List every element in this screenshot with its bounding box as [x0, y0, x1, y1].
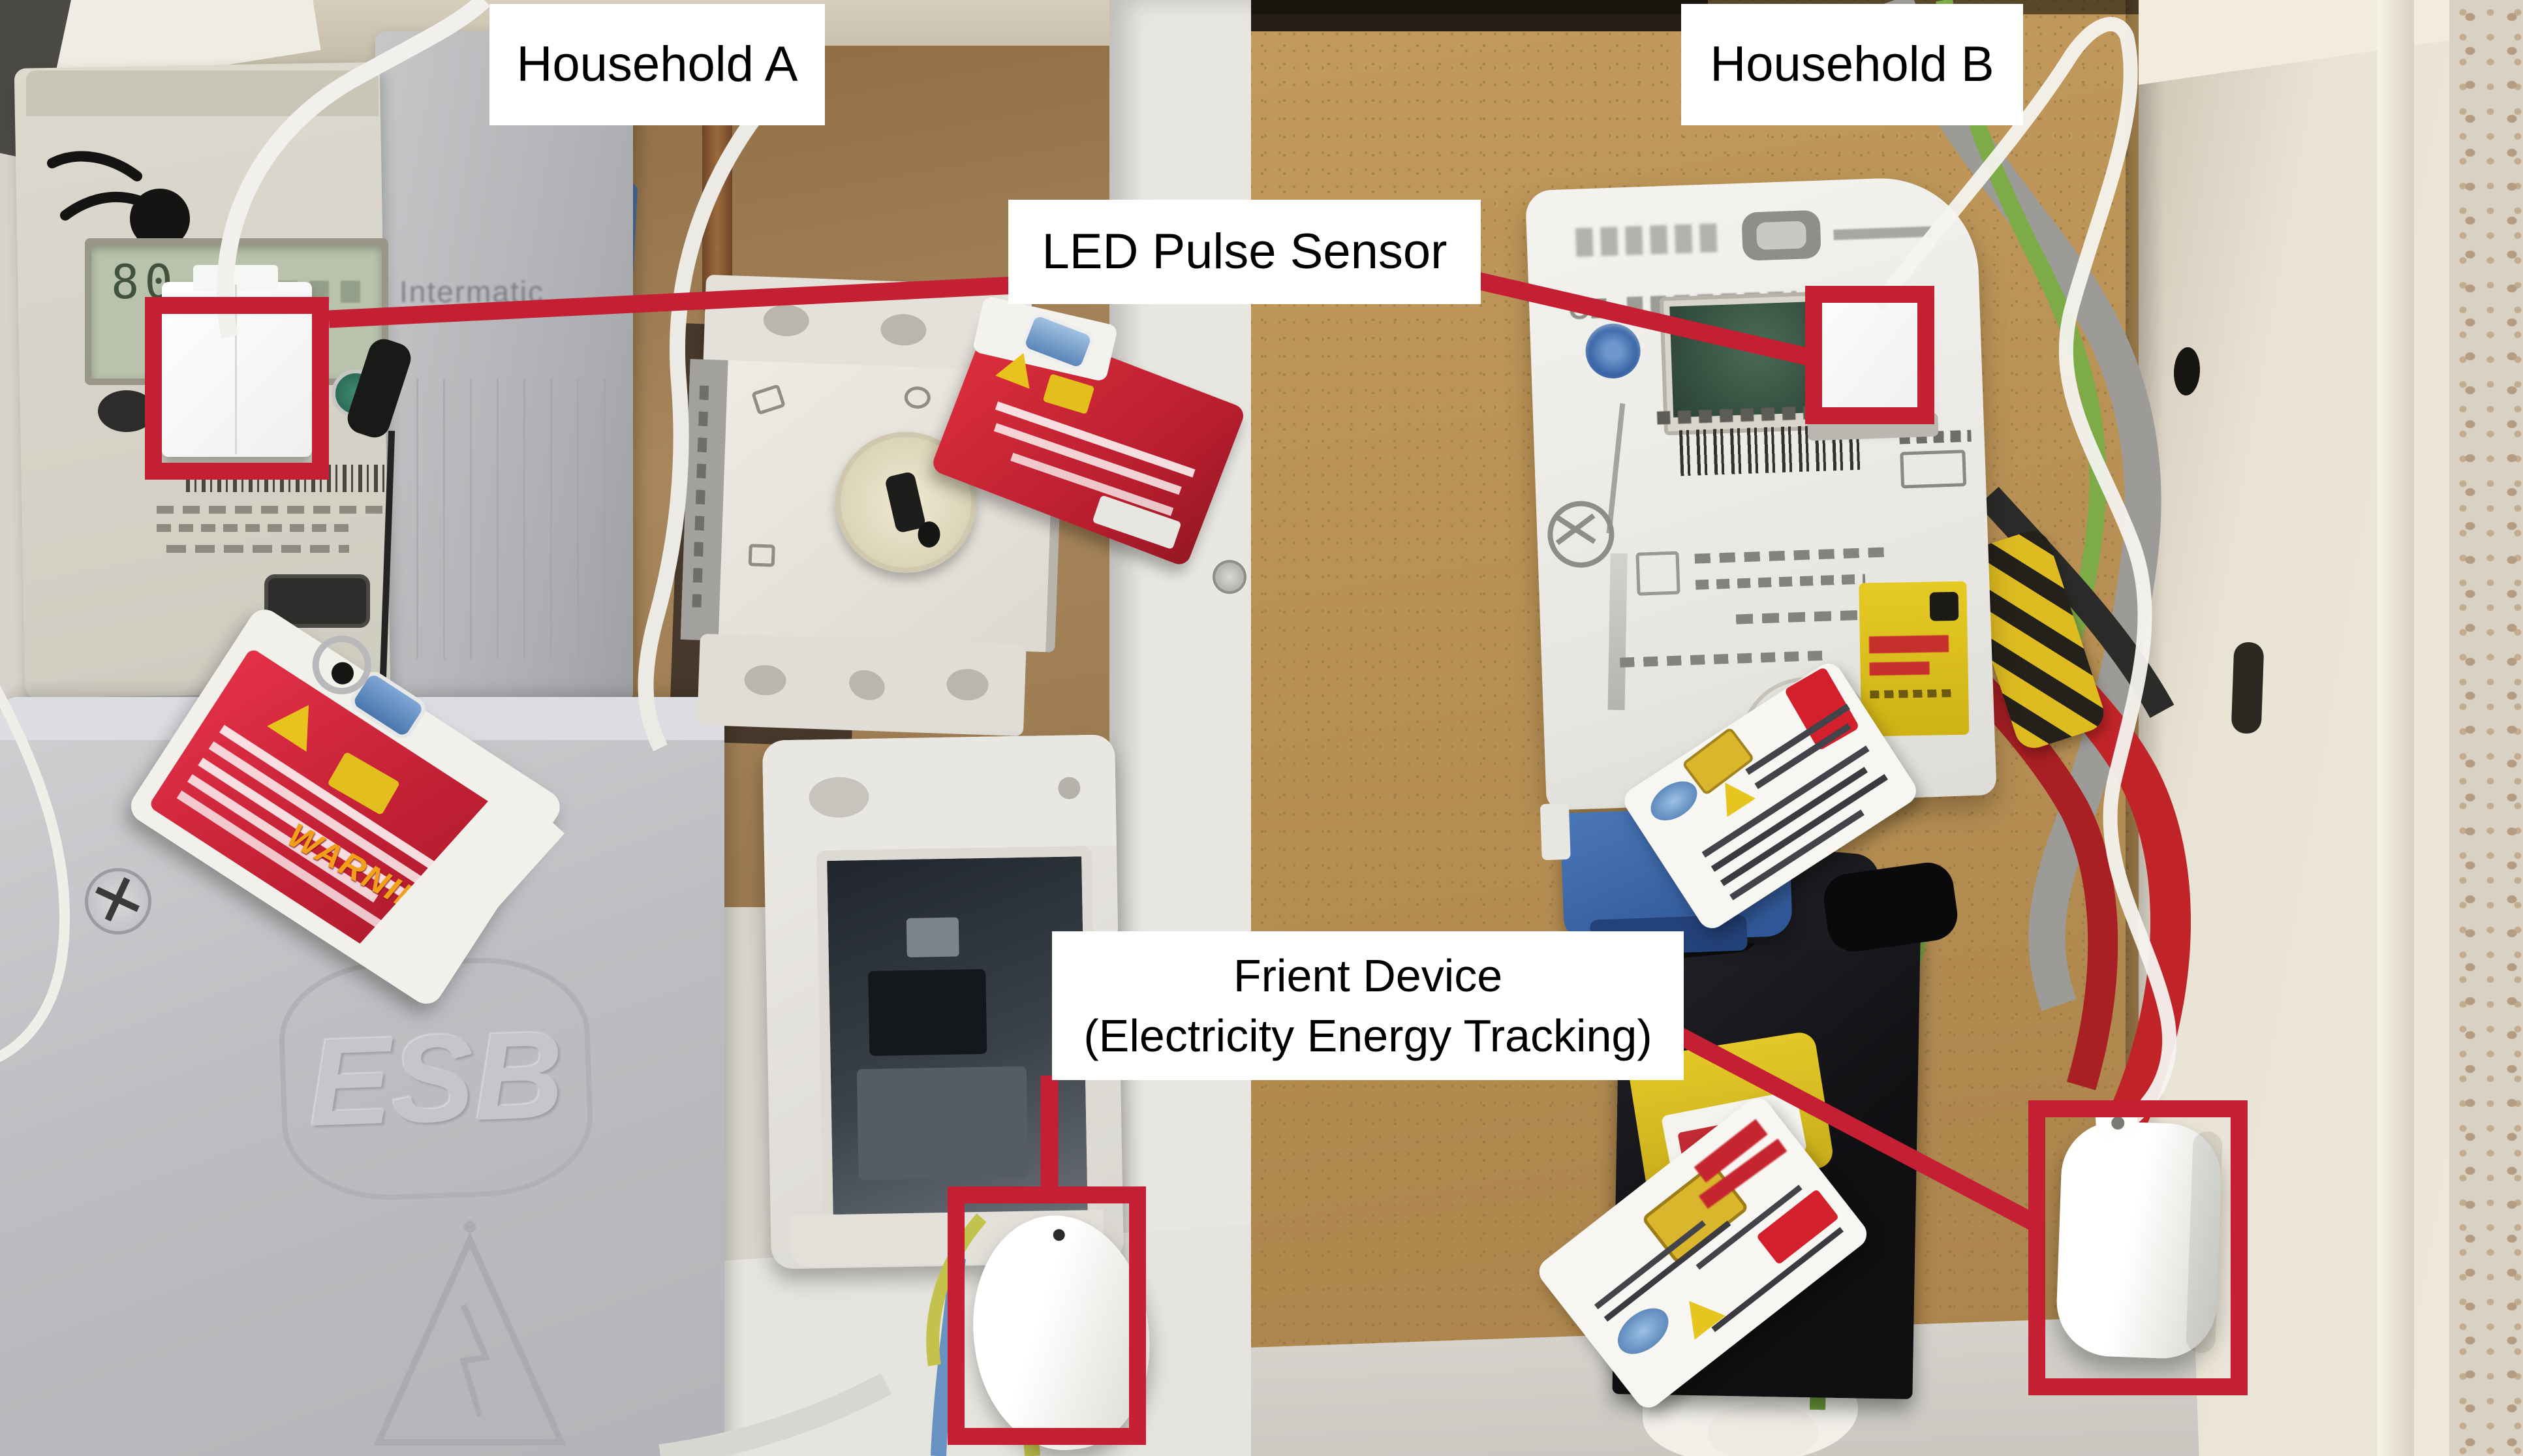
meter-a-seal-twist — [47, 151, 200, 265]
thin-cable-left — [0, 685, 70, 1062]
door-screw-a — [1213, 560, 1246, 594]
meter-a-text-row-1 — [157, 506, 392, 514]
led-pulse-sensor-label: LED Pulse Sensor — [1008, 200, 1481, 304]
highlight-box-sensor-a — [145, 297, 329, 480]
earth-wire-a2 — [926, 1213, 987, 1367]
sensor-cable-b — [1872, 17, 2177, 1135]
frient-device-label-line1: Frient Device — [1233, 950, 1503, 1001]
timer-enclosure-ribs — [392, 379, 613, 659]
led-pulse-sensor-a-seam — [235, 285, 237, 454]
led-pulse-sensor-label-text: LED Pulse Sensor — [1042, 223, 1447, 279]
esb-enclosure-screw — [85, 868, 151, 935]
frient-device-label: Frient Device (Electricity Energy Tracki… — [1052, 931, 1684, 1080]
highlight-box-sensor-b — [1805, 286, 1934, 424]
household-b-label: Household B — [1681, 4, 2023, 125]
highlight-box-frient-b — [2028, 1100, 2248, 1395]
highlight-box-frient-a — [948, 1186, 1146, 1445]
household-b-label-text: Household B — [1710, 36, 1994, 92]
sealant-foam-2 — [1708, 1403, 1819, 1456]
frient-device-label-line2: (Electricity Energy Tracking) — [1083, 1010, 1652, 1061]
stucco-edge — [2449, 0, 2523, 1456]
sensor-cable-a — [217, 0, 490, 339]
grey-cable-bottom-a — [658, 1373, 892, 1456]
household-a-label: Household A — [489, 4, 825, 125]
wall-ridge — [2377, 0, 2414, 1456]
sensor-cable-a-return — [638, 80, 786, 752]
meter-a-text-row-3 — [166, 545, 349, 553]
meter-a-text-row-2 — [157, 524, 352, 532]
household-a-label-text: Household A — [516, 36, 798, 92]
esb-warning-triangle-emboss — [373, 1221, 566, 1446]
